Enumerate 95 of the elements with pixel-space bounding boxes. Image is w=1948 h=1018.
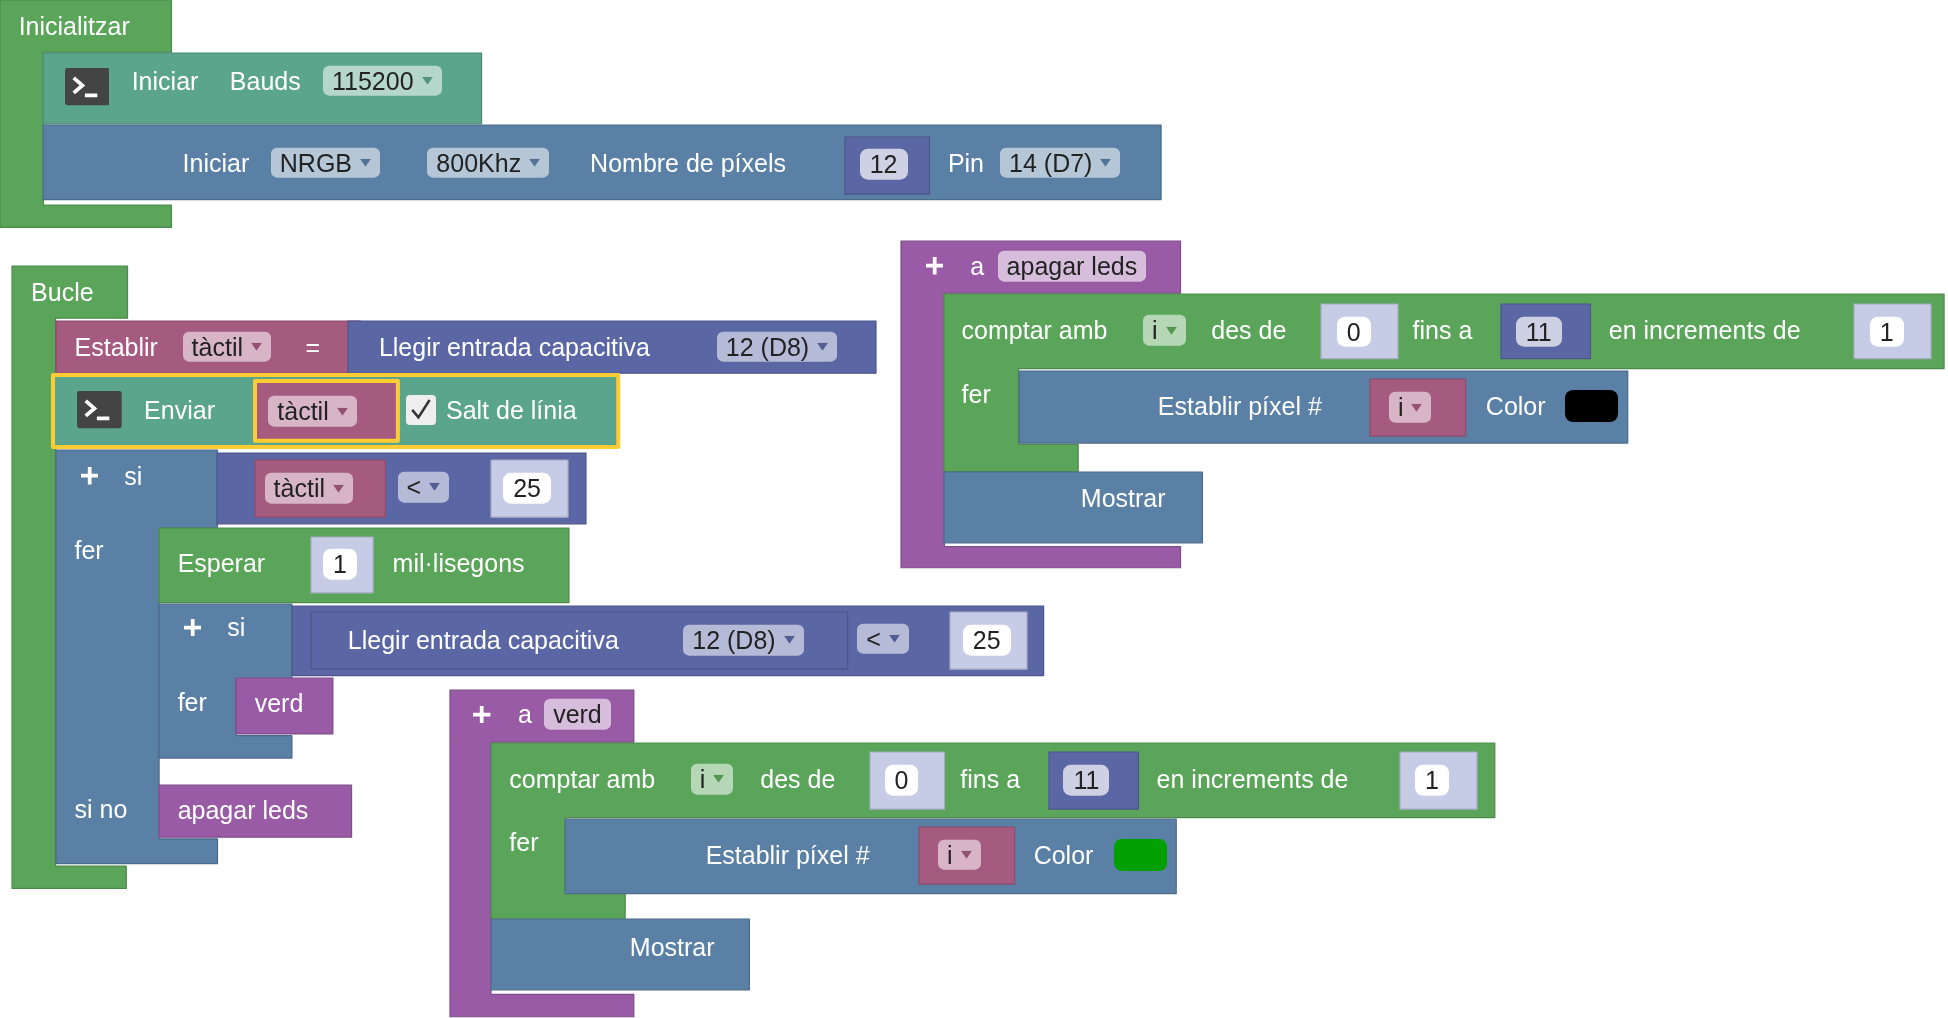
value-block bbox=[1500, 304, 1591, 359]
block-label: Pin bbox=[947, 148, 985, 178]
block-label: Mostrar bbox=[1080, 483, 1166, 513]
block-label: des de bbox=[760, 764, 836, 794]
dropdown: NRGB bbox=[270, 147, 381, 179]
block-label: en increments de bbox=[1608, 316, 1801, 345]
block-label: Bauds bbox=[229, 66, 301, 96]
block-label: des de bbox=[1211, 316, 1287, 345]
dropdown: tàctil bbox=[182, 331, 271, 362]
block-label: comptar amb bbox=[961, 316, 1108, 345]
value-block bbox=[310, 536, 373, 593]
block-label: Esperar bbox=[177, 548, 266, 578]
block-label: fer bbox=[177, 687, 207, 717]
block-label: Establir píxel # bbox=[1157, 391, 1322, 421]
block-label: Iniciar bbox=[182, 148, 250, 178]
value-block bbox=[950, 612, 1028, 670]
value-block bbox=[347, 320, 876, 373]
dropdown: < bbox=[857, 623, 909, 654]
block-label: a bbox=[518, 699, 532, 729]
number-field: 11 bbox=[1515, 316, 1562, 348]
block-label: = bbox=[305, 332, 321, 361]
value-block bbox=[1320, 304, 1398, 359]
name-field: apagar leds bbox=[997, 250, 1147, 282]
value-block bbox=[1370, 378, 1466, 437]
statement-block bbox=[565, 818, 1177, 894]
number-field: 12 bbox=[859, 148, 908, 180]
value-block bbox=[1400, 751, 1478, 809]
block-label: si bbox=[227, 613, 246, 642]
value-block bbox=[310, 612, 848, 670]
dropdown: tàctil bbox=[264, 472, 353, 504]
block-label: comptar amb bbox=[509, 764, 656, 794]
value-block bbox=[1853, 304, 1931, 359]
number-field: 1 bbox=[1415, 764, 1449, 796]
value-block bbox=[869, 751, 945, 809]
block-label: Llegir entrada capacitiva bbox=[347, 625, 619, 655]
block-label: si bbox=[124, 461, 143, 491]
block-label: verd bbox=[254, 688, 304, 718]
block-label: fer bbox=[74, 535, 104, 565]
block-label: Bucle bbox=[31, 277, 94, 307]
number-field: 25 bbox=[962, 624, 1011, 656]
name-field: verd bbox=[544, 698, 611, 730]
block-label: apagar leds bbox=[177, 795, 309, 825]
dropdown: i bbox=[937, 839, 981, 871]
value-block bbox=[1048, 751, 1138, 809]
block-label: Iniciar bbox=[131, 66, 199, 96]
number-field: 0 bbox=[1336, 316, 1371, 348]
block-label: fer bbox=[961, 379, 991, 409]
value-block bbox=[254, 459, 386, 517]
block-label: Salt de línia bbox=[446, 395, 577, 425]
dropdown: i bbox=[1142, 315, 1186, 346]
dropdown: < bbox=[397, 471, 450, 503]
statement-block bbox=[1018, 371, 1628, 444]
block-label: Color bbox=[1485, 391, 1546, 421]
block-label: fins a bbox=[1412, 316, 1473, 345]
dropdown: 12 (D8) bbox=[683, 624, 804, 656]
block-label: Enviar bbox=[144, 395, 215, 425]
statement-block bbox=[159, 785, 352, 838]
block-label: Color bbox=[1033, 840, 1094, 870]
block-label: Nombre de píxels bbox=[590, 148, 787, 178]
block-label: fer bbox=[509, 827, 539, 857]
number-field: 11 bbox=[1063, 764, 1110, 796]
value-block bbox=[291, 606, 1044, 676]
number-field: 25 bbox=[503, 472, 551, 504]
statement-block bbox=[43, 53, 482, 125]
block-label: a bbox=[970, 251, 985, 281]
statement-block bbox=[159, 528, 569, 603]
block-label: en increments de bbox=[1156, 764, 1349, 794]
block-label: Llegir entrada capacitiva bbox=[378, 332, 650, 361]
dropdown: 14 (D7) bbox=[1000, 147, 1121, 179]
block-label: Inicialitzar bbox=[18, 11, 130, 41]
block-label: Establir píxel # bbox=[705, 840, 870, 870]
value-block bbox=[919, 827, 1015, 885]
dropdown: tàctil bbox=[268, 395, 357, 427]
block-label: Mostrar bbox=[629, 932, 715, 962]
value-block bbox=[844, 136, 930, 194]
value-block bbox=[490, 459, 568, 517]
dropdown: 800Khz bbox=[427, 147, 550, 179]
dropdown: 12 (D8) bbox=[716, 331, 838, 362]
statement-block bbox=[490, 919, 750, 991]
statement-block bbox=[944, 472, 1203, 543]
dropdown: i bbox=[1388, 392, 1432, 423]
value-block bbox=[217, 453, 587, 525]
statement-block bbox=[236, 678, 333, 735]
number-field: 0 bbox=[884, 764, 919, 796]
number-field: 1 bbox=[1869, 316, 1904, 348]
block-label: Establir bbox=[74, 332, 158, 361]
dropdown: i bbox=[690, 763, 734, 795]
block-label: si no bbox=[74, 794, 128, 824]
statement-block bbox=[43, 125, 1162, 200]
statement-block bbox=[53, 375, 619, 448]
block-label: mil·lisegons bbox=[392, 548, 525, 578]
number-field: 1 bbox=[323, 548, 357, 580]
block-label: fins a bbox=[960, 764, 1021, 794]
value-block bbox=[254, 381, 398, 441]
dropdown: 115200 bbox=[323, 65, 442, 97]
